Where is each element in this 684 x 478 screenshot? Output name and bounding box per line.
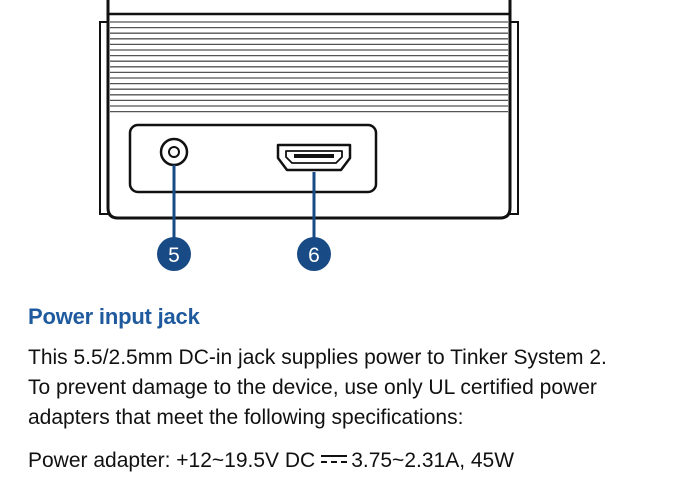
body-line: To prevent damage to the device, use onl… (28, 376, 597, 399)
callout-5-number: 5 (168, 244, 180, 267)
callout-6-number: 6 (308, 244, 320, 267)
dc-power-jack (159, 137, 189, 167)
power-adapter-spec: Power adapter: +12~19.5V DC 3.75~2.31A, 4… (28, 446, 514, 476)
spec-current-power: 3.75~2.31A, 45W (351, 449, 515, 472)
body-line: This 5.5/2.5mm DC-in jack supplies power… (28, 346, 607, 369)
spec-voltage: Power adapter: +12~19.5V DC (28, 449, 316, 472)
device-illustration: 5 6 (99, 0, 519, 271)
dc-symbol-icon (321, 452, 348, 466)
heatsink-fins (110, 21, 508, 113)
body-line: adapters that meet the following specifi… (28, 406, 464, 429)
section-body: This 5.5/2.5mm DC-in jack supplies power… (28, 343, 678, 433)
section-title: Power input jack (28, 304, 200, 329)
hdmi-port (276, 143, 352, 172)
callout-6-badge: 6 (297, 237, 331, 271)
callout-5-badge: 5 (157, 237, 191, 271)
